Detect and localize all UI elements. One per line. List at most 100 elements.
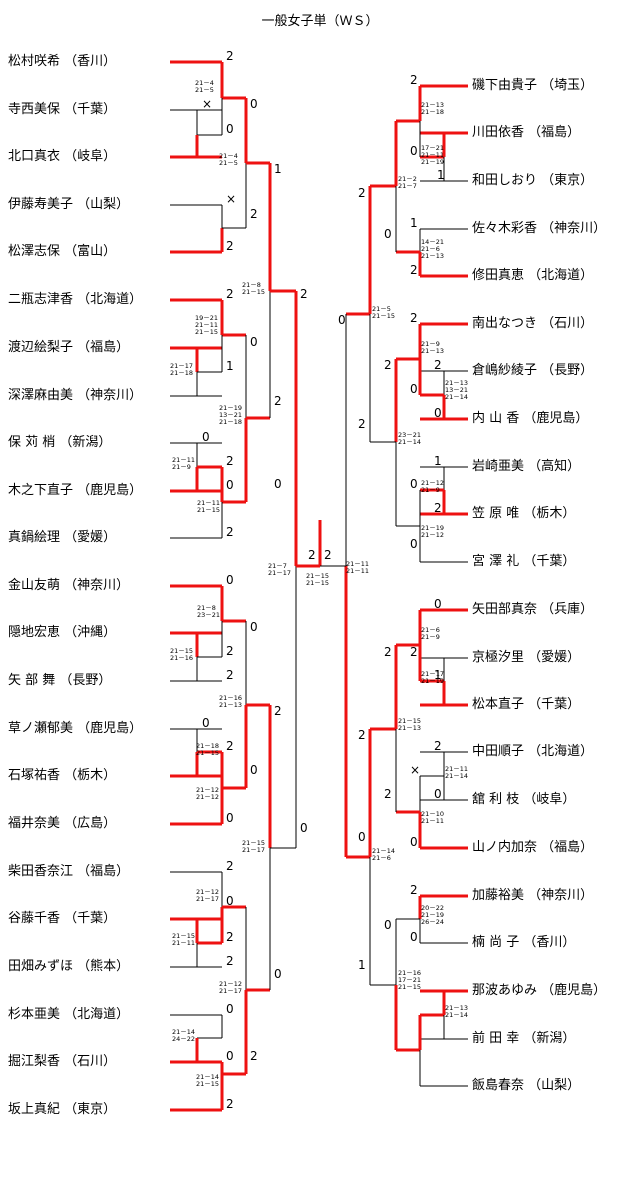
right-player-11: 宮 澤 礼 （千葉） (472, 554, 576, 569)
match-result-16: 2 (226, 525, 234, 539)
right-player-15: 中田順子 （北海道） (472, 744, 594, 759)
left-player-1: 松村咲希 （香川） (8, 54, 117, 69)
match-result-48: 0 (410, 382, 418, 396)
match-result-69: 0 (384, 918, 392, 932)
match-result-64: 2 (434, 739, 442, 753)
left-player-21: 杉本亜美 （北海道） (8, 1007, 130, 1022)
match-result-55: 0 (410, 537, 418, 551)
left-player-9: 保 苅 梢 （新潟） (8, 435, 112, 450)
match-result-54: 2 (434, 501, 442, 515)
left-player-5: 松澤志保 （富山） (8, 244, 117, 259)
right-player-7: 倉嶋紗綾子 （長野） (472, 363, 594, 378)
left-player-12: 金山友萌 （神奈川） (8, 578, 130, 593)
match-result-26: 0 (226, 811, 234, 825)
right-player-17: 山ノ内加奈 （福島） (472, 840, 594, 855)
match-result-65: 0 (434, 787, 442, 801)
match-result-36: 0 (274, 967, 282, 981)
match-result-50: 0 (434, 406, 442, 420)
match-result-41: 1 (437, 168, 445, 182)
right-player-8: 内 山 香 （鹿児島） (472, 411, 589, 426)
match-result-43: 1 (410, 216, 418, 230)
left-player-17: 福井奈美 （広島） (8, 816, 117, 831)
left-player-18: 柴田香奈江 （福島） (8, 864, 130, 879)
match-result-9: 2 (226, 287, 234, 301)
match-result-70: 2 (410, 883, 418, 897)
match-result-18: 2 (300, 287, 308, 301)
match-result-10: 0 (250, 335, 258, 349)
left-player-19: 谷藤千香 （千葉） (8, 911, 117, 926)
match-result-51: 2 (384, 358, 392, 372)
left-player-6: 二瓶志津香 （北海道） (8, 292, 143, 307)
match-result-39: 2 (410, 73, 418, 87)
match-result-53: 0 (410, 477, 418, 491)
match-result-31: 2 (226, 954, 234, 968)
match-result-28: 2 (226, 859, 234, 873)
match-result-38: 2 (308, 548, 316, 562)
right-player-12: 矢田部真奈 （兵庫） (472, 602, 594, 617)
match-result-37: 0 (300, 821, 308, 835)
left-player-15: 草ノ瀬郁美 （鹿児島） (8, 721, 143, 736)
match-result-5: 2 (226, 239, 234, 253)
left-player-22: 掘江梨香 （石川） (8, 1054, 117, 1069)
match-result-21: 2 (226, 644, 234, 658)
match-result-4: × (226, 192, 236, 206)
match-result-61: 1 (434, 668, 442, 682)
match-result-1: 2 (226, 49, 234, 63)
left-player-10: 木之下直子 （鹿児島） (8, 483, 143, 498)
left-player-14: 矢 部 舞 （長野） (8, 673, 112, 688)
left-player-3: 北口真衣 （岐阜） (8, 149, 117, 164)
match-result-47: 2 (410, 311, 418, 325)
right-player-6: 南出なつき （石川） (472, 316, 594, 331)
match-result-23: 0 (202, 716, 210, 730)
match-result-14: 2 (226, 454, 234, 468)
match-result-52: 1 (434, 454, 442, 468)
match-result-67: 0 (410, 835, 418, 849)
right-player-9: 岩崎亜美 （高知） (472, 459, 581, 474)
match-result-19: 0 (226, 573, 234, 587)
match-result-12: 2 (274, 394, 282, 408)
page-title: 一般女子単（ＷＳ） (261, 14, 379, 29)
match-result-46: 0 (338, 313, 346, 327)
match-result-6: 0 (250, 97, 258, 111)
match-result-3: 0 (226, 122, 234, 136)
match-result-63: × (410, 763, 420, 777)
match-result-66: 2 (384, 787, 392, 801)
match-result-72: 1 (358, 958, 366, 972)
match-result-58: 2 (324, 548, 332, 562)
right-player-16: 舘 利 枝 （岐阜） (472, 792, 576, 807)
match-result-27: 2 (274, 704, 282, 718)
match-result-40: 0 (410, 144, 418, 158)
left-player-4: 伊藤寿美子 （山梨） (8, 197, 130, 212)
match-result-25: 0 (250, 763, 258, 777)
right-player-19: 楠 尚 子 （香川） (472, 935, 576, 950)
right-player-21: 前 田 幸 （新潟） (472, 1031, 576, 1046)
match-result-33: 0 (226, 1049, 234, 1063)
match-result-71: 0 (410, 930, 418, 944)
